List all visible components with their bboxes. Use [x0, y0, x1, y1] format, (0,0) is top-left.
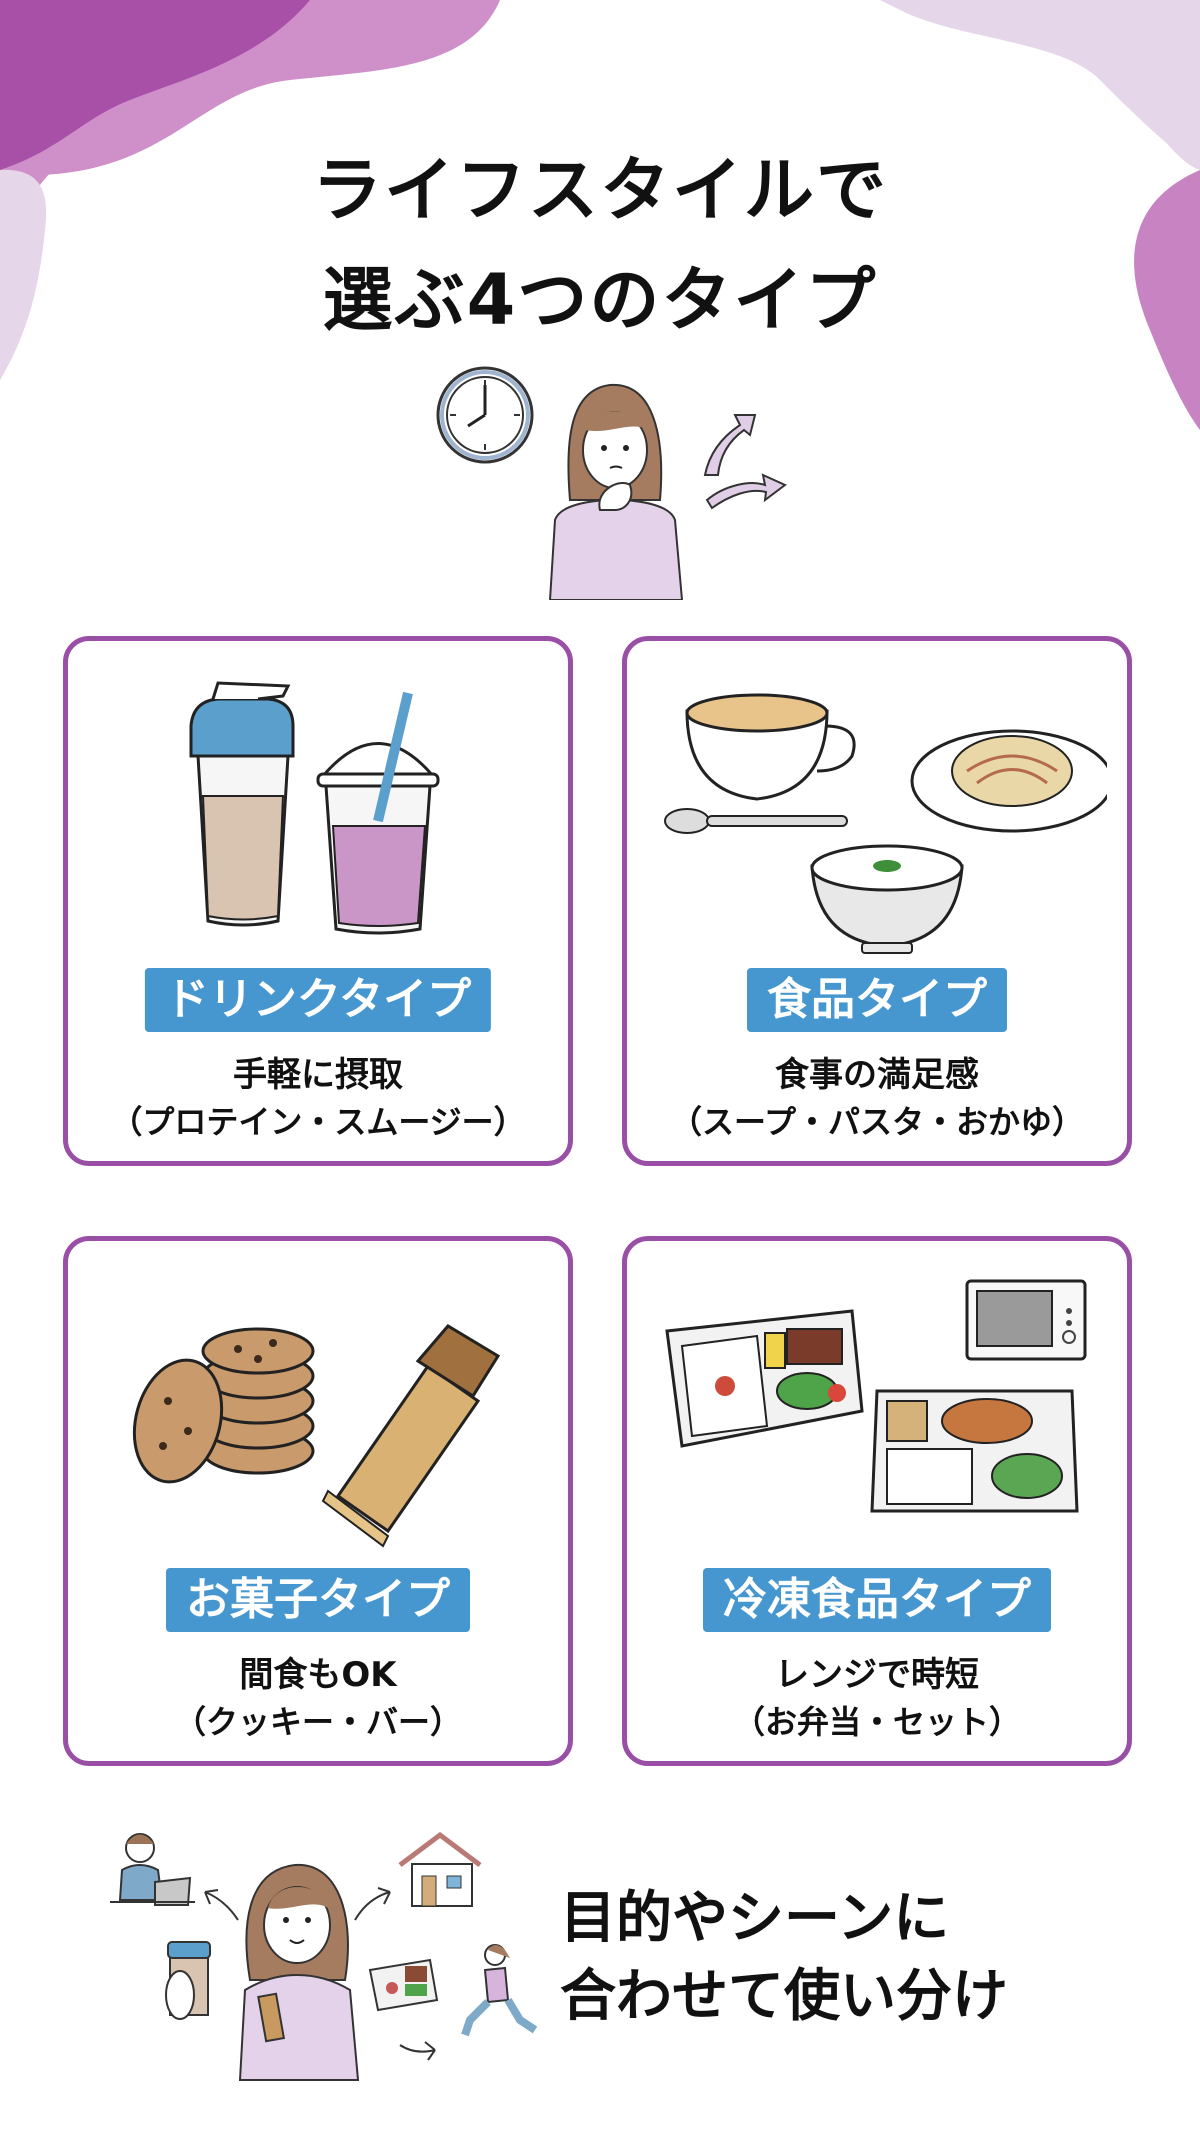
type-examples: （クッキー・バー）	[173, 1703, 462, 1741]
usage-scene-illustration	[110, 1831, 538, 2081]
blob-left-pale	[0, 169, 47, 380]
arrow-left-icon	[204, 1889, 239, 1921]
spoon-icon	[664, 808, 848, 834]
soup-cup-icon	[685, 693, 856, 801]
type-examples: （お弁当・セット）	[732, 1703, 1021, 1741]
closing-line-2: 合わせて使い分け	[560, 1964, 1008, 2029]
page-title: ライフスタイルで 選ぶ4つのタイプ	[0, 135, 1200, 355]
bento-in-hand-icon	[368, 1958, 439, 2012]
choice-arrows-icon	[703, 414, 787, 510]
protein-shaker-icon	[189, 681, 295, 927]
blob-top-right-pale	[880, 0, 1200, 170]
food-illustration	[664, 693, 1107, 954]
type-examples: （スープ・パスタ・おかゆ）	[669, 1103, 1085, 1141]
type-card-snack[interactable]: お菓子タイプ 間食もOK （クッキー・バー）	[63, 1236, 573, 1766]
thinking-woman-icon	[548, 383, 684, 600]
meal-set-tray-icon	[870, 1389, 1079, 1513]
runner-icon	[461, 1944, 538, 2037]
type-examples: （プロテイン・スムージー）	[110, 1103, 526, 1141]
type-tag: 食品タイプ	[747, 968, 1007, 1032]
type-card-frozen[interactable]: 冷凍食品タイプ レンジで時短 （お弁当・セット）	[622, 1236, 1132, 1766]
frozen-illustration	[665, 1279, 1087, 1513]
type-headline: 間食もOK	[239, 1655, 397, 1695]
arrow-down-right-icon	[399, 2041, 436, 2061]
title-line-2: 選ぶ4つのタイプ	[322, 259, 878, 341]
smoothie-cup-icon	[316, 691, 440, 935]
hero-illustration	[436, 366, 787, 600]
type-headline: 食事の満足感	[775, 1055, 979, 1095]
type-tag: ドリンクタイプ	[144, 968, 492, 1032]
type-headline: レンジで時短	[775, 1655, 979, 1695]
arrow-right-icon	[354, 1887, 391, 1921]
type-tag: お菓子タイプ	[166, 1568, 470, 1632]
type-card-drink[interactable]: ドリンクタイプ 手軽に摂取 （プロテイン・スムージー）	[63, 636, 573, 1166]
closing-line-1: 目的やシーンに	[560, 1886, 950, 1951]
cookie-stack-icon	[132, 1327, 315, 1484]
protein-bar-icon	[321, 1324, 501, 1548]
type-headline: 手軽に摂取	[233, 1055, 403, 1095]
blob-top-left-dark	[0, 0, 310, 170]
house-icon	[398, 1831, 482, 1907]
blob-right-mid	[1134, 170, 1200, 430]
type-tag: 冷凍食品タイプ	[703, 1568, 1051, 1632]
type-card-food[interactable]: 食品タイプ 食事の満足感 （スープ・パスタ・おかゆ）	[622, 636, 1132, 1166]
smiling-woman-icon	[238, 1863, 360, 2081]
shaker-in-hand-icon	[165, 1941, 211, 2020]
microwave-icon	[965, 1279, 1087, 1361]
pasta-plate-icon	[910, 729, 1107, 833]
clock-icon	[436, 366, 534, 464]
closing-message: 目的やシーンに 合わせて使い分け	[560, 1880, 1008, 2036]
drink-illustration	[189, 681, 440, 935]
office-worker-icon	[110, 1833, 195, 1906]
snack-illustration	[132, 1324, 501, 1548]
title-line-1: ライフスタイルで	[312, 149, 888, 231]
porridge-bowl-icon	[810, 844, 964, 954]
bento-tray-icon	[665, 1309, 864, 1448]
